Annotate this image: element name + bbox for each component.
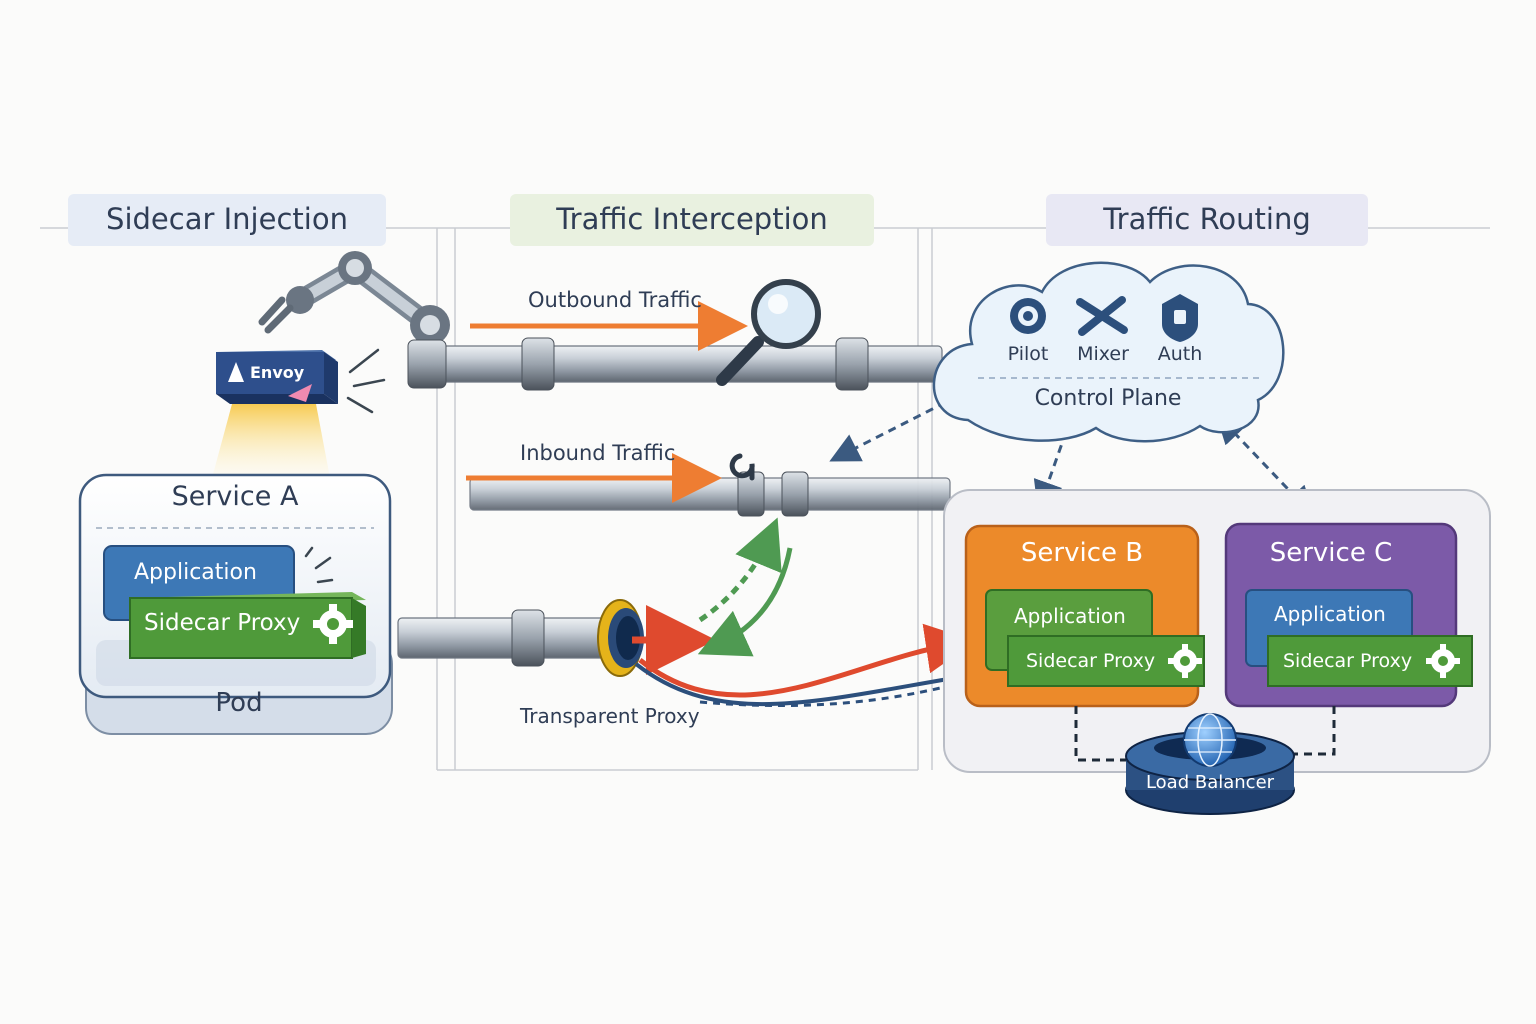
green-interception-arrow-up xyxy=(698,517,782,623)
route-red-arrow xyxy=(638,623,976,698)
service-a-title: Service A xyxy=(171,481,299,512)
inbound-traffic-label: Inbound Traffic xyxy=(520,441,676,465)
robotic-arm-icon xyxy=(258,251,450,345)
outbound-pipe xyxy=(407,337,943,391)
mixer-icon xyxy=(1076,296,1128,336)
transparent-proxy-pipe xyxy=(397,599,644,677)
pilot-icon xyxy=(1010,298,1046,334)
section-header-bg-routing xyxy=(1046,194,1368,246)
section-header-bg-interception xyxy=(510,194,874,246)
load-balancer-link-c xyxy=(1292,706,1336,756)
envoy-label: Envoy xyxy=(250,363,305,382)
service-a-application-label: Application xyxy=(134,560,257,585)
service-c-application-label: Application xyxy=(1274,602,1386,626)
green-interception-arrow-down xyxy=(697,547,793,657)
service-c xyxy=(1224,522,1473,708)
service-b-sidecar-label: Sidecar Proxy xyxy=(1026,650,1156,672)
load-balancer-label: Load Balancer xyxy=(1145,772,1275,793)
service-b-title: Service B xyxy=(1020,538,1144,568)
envoy-container-icon xyxy=(216,350,338,404)
service-a-sidecar-label: Sidecar Proxy xyxy=(144,610,301,636)
outbound-traffic-label: Outbound Traffic xyxy=(528,288,702,312)
application-activity-lines xyxy=(304,546,334,584)
load-balancer-link-b xyxy=(1074,706,1130,762)
service-b-application-label: Application xyxy=(1014,604,1126,628)
service-b xyxy=(964,524,1205,708)
globe-icon xyxy=(1183,713,1237,767)
mixer-label: Mixer xyxy=(1077,343,1129,365)
pod-label: Pod xyxy=(215,688,263,718)
injection-beam xyxy=(212,404,330,478)
load-balancer xyxy=(1125,731,1295,815)
auth-label: Auth xyxy=(1157,343,1203,365)
magnifier-icon xyxy=(716,279,821,386)
section-header-bg-injection xyxy=(68,194,386,246)
section-title-injection: Sidecar Injection xyxy=(106,202,348,236)
service-a-gear-icon xyxy=(313,604,353,644)
envoy-motion-lines xyxy=(346,348,386,414)
control-plane-label: Control Plane xyxy=(1034,386,1182,411)
route-navy-curve xyxy=(634,662,967,707)
auth-shield-icon xyxy=(1162,294,1198,342)
service-c-title: Service C xyxy=(1269,538,1393,568)
hook-icon xyxy=(729,453,755,481)
pilot-label: Pilot xyxy=(1007,343,1049,365)
transparent-proxy-label: Transparent Proxy xyxy=(520,704,700,728)
section-title-interception: Traffic Interception xyxy=(556,202,828,236)
service-c-sidecar-label: Sidecar Proxy xyxy=(1283,650,1413,672)
control-plane-arrow-service-b xyxy=(1033,431,1068,512)
section-title-routing: Traffic Routing xyxy=(1103,202,1311,236)
